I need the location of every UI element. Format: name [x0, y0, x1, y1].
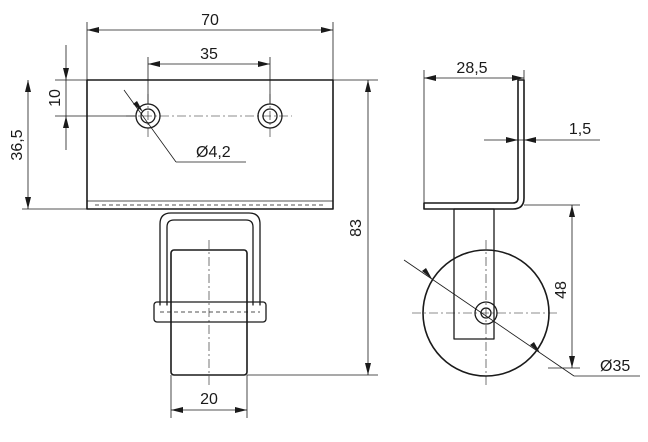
fork-side	[453, 208, 495, 340]
mounting-plate	[86, 79, 334, 210]
leader-wheel-diameter	[403, 259, 575, 377]
wheel-front	[170, 249, 248, 376]
side-view	[412, 79, 560, 386]
leader-hole-diameter	[123, 89, 177, 163]
dim-plate-width: 70	[201, 12, 219, 29]
dim-hole-spacing: 35	[200, 46, 218, 63]
wheel-fork	[159, 212, 261, 306]
wheel-fork-inner	[166, 219, 254, 306]
front-view	[86, 79, 334, 385]
dim-hole-diameter: Ø4,2	[196, 144, 231, 161]
l-bracket	[423, 79, 525, 210]
dim-bracket-depth: 28,5	[456, 60, 487, 77]
dim-wheel-width: 20	[200, 391, 218, 408]
front-view-dimensions: 70 35 10 36,5 Ø4,2 83	[9, 12, 378, 418]
dim-total-height: 83	[348, 219, 365, 237]
axle	[153, 301, 267, 323]
dim-plate-height: 36,5	[9, 129, 26, 160]
dim-axle-height: 48	[553, 281, 570, 299]
dim-sheet-thickness: 1,5	[569, 121, 591, 138]
side-view-dimensions: 28,5 1,5 48 Ø35	[403, 60, 640, 377]
dim-hole-offset: 10	[47, 89, 64, 107]
dim-wheel-diameter: Ø35	[600, 358, 630, 375]
